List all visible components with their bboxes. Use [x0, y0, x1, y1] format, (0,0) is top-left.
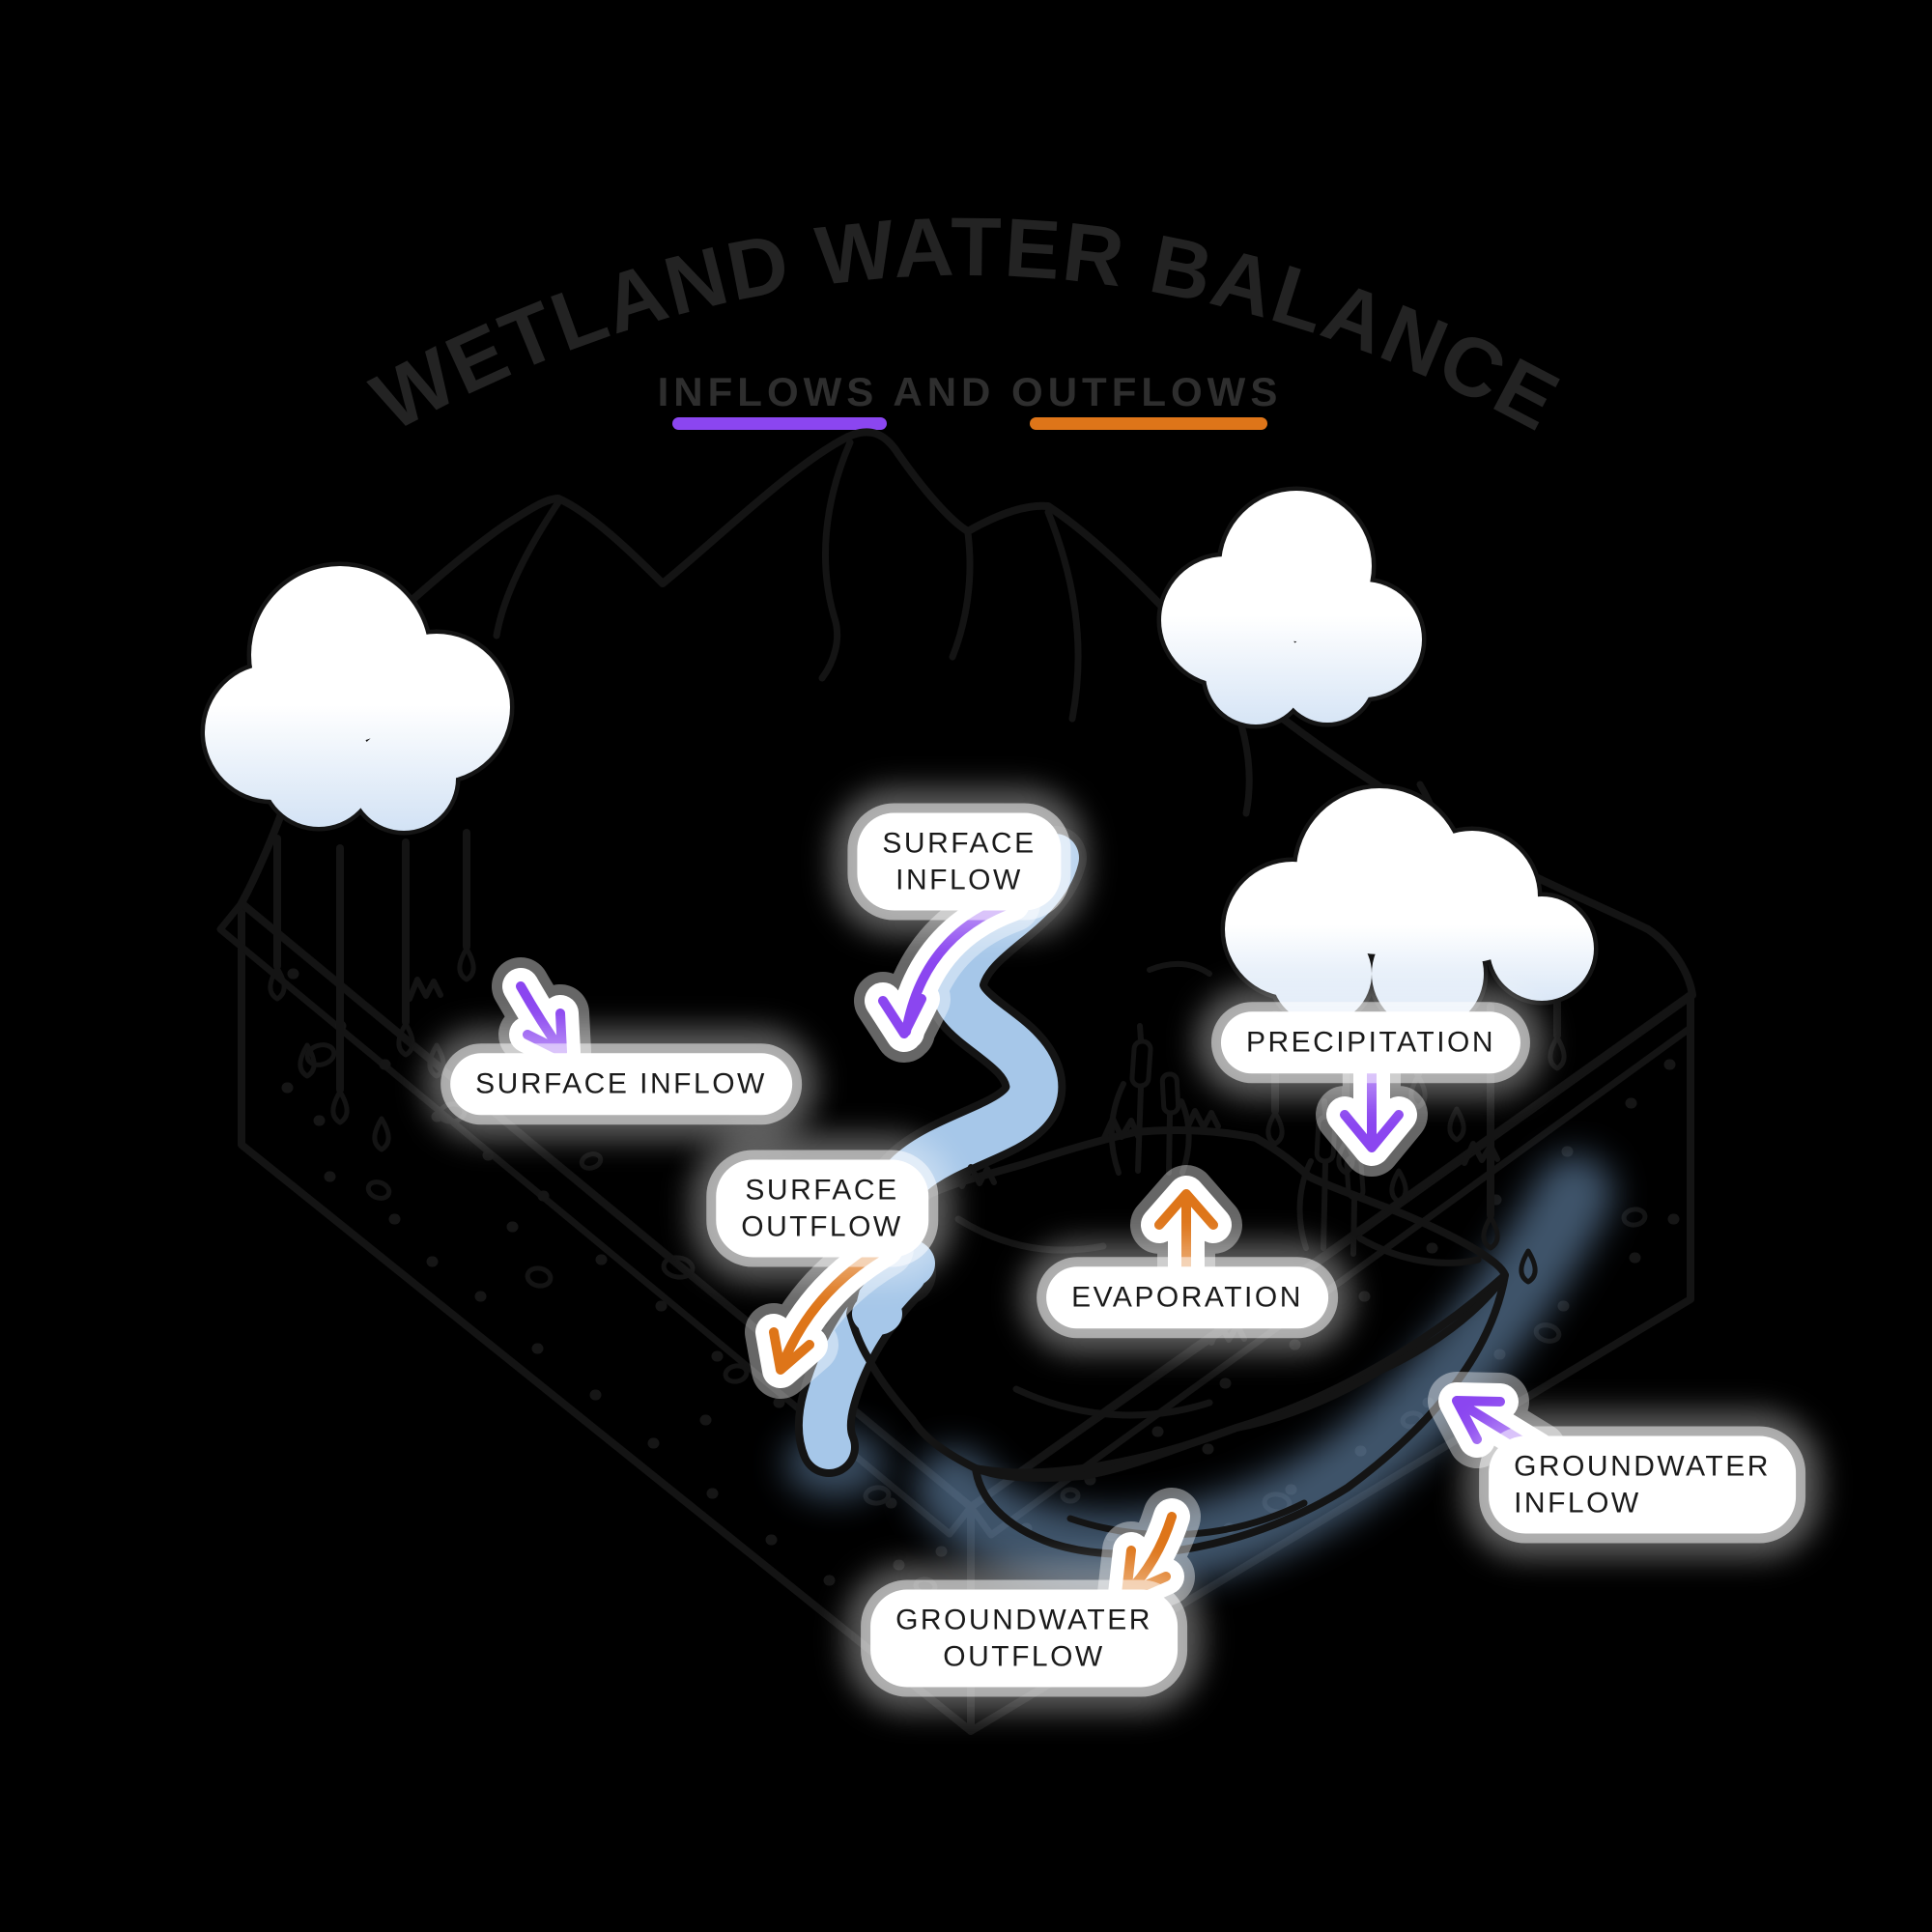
rain-left [270, 829, 473, 1150]
pond-wave-lines [954, 1215, 1482, 1539]
label-line: INFLOW [1514, 1487, 1641, 1519]
label-line: GROUNDWATER [895, 1604, 1152, 1636]
label-line: PRECIPITATION [1245, 1026, 1496, 1059]
label-line: OUTFLOW [741, 1210, 903, 1242]
surface-outflow-label: SURFACE OUTFLOW [716, 1159, 928, 1258]
wetland-pond [846, 1126, 1509, 1558]
cloud-right [1220, 783, 1599, 1035]
label-line: INFLOW [895, 864, 1023, 895]
groundwater-outflow-arrow [1126, 1517, 1172, 1594]
surface-inflow-mid-label: SURFACE INFLOW [857, 812, 1062, 911]
stream-junction [852, 1293, 902, 1335]
label-line: SURFACE INFLOW [475, 1067, 767, 1100]
precipitation-arrow [1345, 1068, 1399, 1148]
label-line: SURFACE [882, 827, 1037, 860]
label-line: GROUNDWATER [1514, 1450, 1771, 1483]
pond-surface [846, 1126, 1509, 1482]
surface-inflow-left-arrow [521, 986, 562, 1052]
cloud-top-right [1156, 486, 1427, 729]
header: WETLAND WATER BALANCE INFLOWS AND OUTFLO… [358, 201, 1573, 449]
outflows-underline [1030, 417, 1267, 430]
evaporation-label: EVAPORATION [1046, 1266, 1328, 1328]
precipitation-label: PRECIPITATION [1220, 1011, 1521, 1073]
groundwater-inflow-label: GROUNDWATER INFLOW [1489, 1435, 1796, 1534]
label-line: SURFACE [745, 1174, 899, 1207]
page-subtitle: INFLOWS AND OUTFLOWS [658, 369, 1283, 414]
evaporation-arrow [1159, 1194, 1213, 1271]
cloud-left [200, 561, 515, 836]
surface-inflow-left-label: SURFACE INFLOW [450, 1053, 792, 1115]
groundwater-outflow-label: GROUNDWATER OUTFLOW [870, 1589, 1178, 1688]
label-line: EVAPORATION [1071, 1281, 1303, 1314]
label-line: OUTFLOW [943, 1640, 1105, 1672]
inflows-underline [672, 417, 887, 430]
